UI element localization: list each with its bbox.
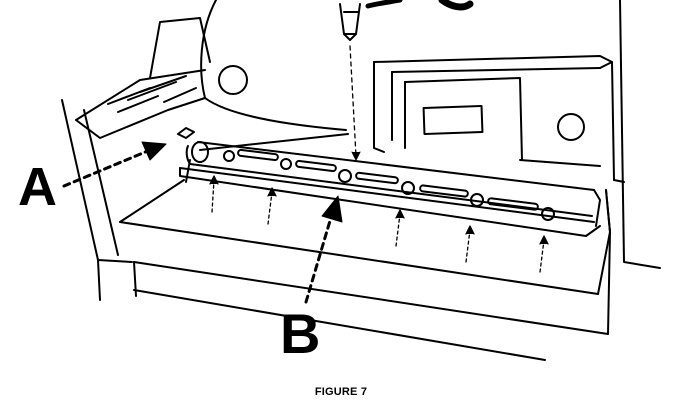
right-body <box>373 0 661 269</box>
callout-arrow-a <box>62 141 167 188</box>
callout-arrow-b <box>304 195 343 304</box>
callout-label-b: B <box>280 302 321 365</box>
left-cover <box>200 0 347 131</box>
cylinder-icon <box>339 0 474 41</box>
left-flap <box>75 17 211 139</box>
display-window <box>422 104 484 136</box>
right-body-hole <box>557 113 585 141</box>
latch <box>177 127 195 139</box>
tray <box>119 133 611 361</box>
drop-line <box>349 45 361 161</box>
figure-caption: FIGURE 7 <box>314 386 368 398</box>
left-housing <box>61 99 133 301</box>
callout-label-a: A <box>18 157 57 217</box>
left-cover-hole <box>218 65 248 95</box>
slotted-bar <box>179 141 601 237</box>
bar-arrows <box>209 175 549 273</box>
